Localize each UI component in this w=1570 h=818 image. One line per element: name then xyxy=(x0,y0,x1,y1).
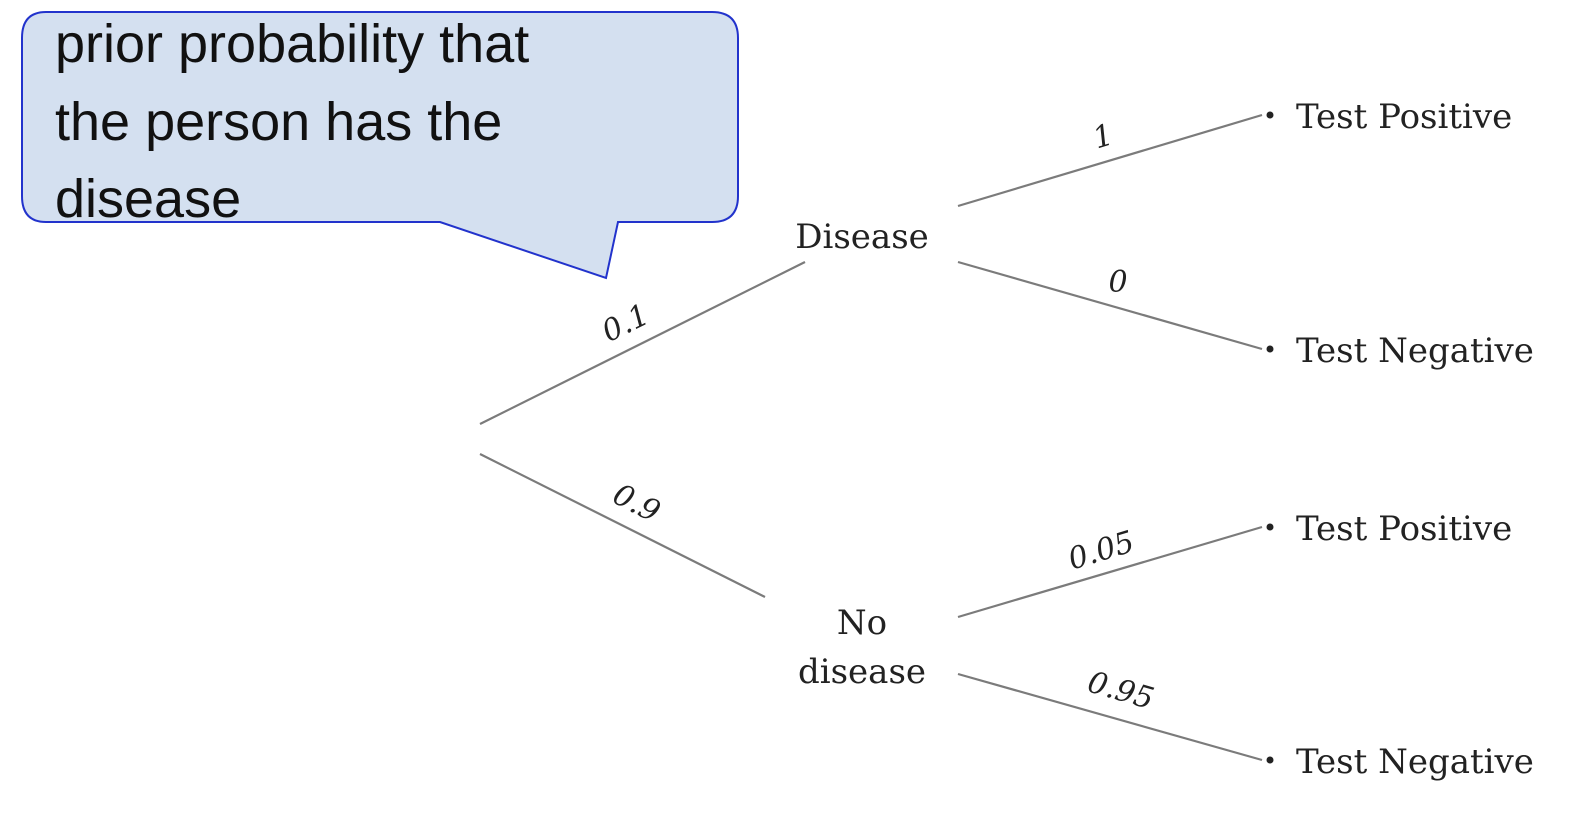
leaf-dot xyxy=(1266,111,1274,119)
callout-shape xyxy=(21,11,739,280)
leaf-dot xyxy=(1266,756,1274,764)
edge-disease-to-negative xyxy=(957,260,1263,351)
leaf-disease-negative-label: Test Negative xyxy=(1296,331,1534,371)
edge-root-to-disease xyxy=(479,261,806,425)
prob-disease-to-negative: 0 xyxy=(1108,265,1127,300)
edge-disease-to-positive xyxy=(957,113,1263,208)
leaf-nodisease-negative-label: Test Negative xyxy=(1296,742,1534,782)
callout-text-line-1: prior probability that xyxy=(55,14,529,74)
callout-text-line-2: the person has the xyxy=(55,92,502,152)
callout-bubble: prior probability that the person has th… xyxy=(21,11,739,280)
edge-root-to-no-disease xyxy=(479,453,766,598)
prob-nodisease-to-positive: 0.05 xyxy=(1064,524,1138,577)
node-no-disease-label-line-2: disease xyxy=(798,652,926,692)
leaf-disease-positive-label: Test Positive xyxy=(1296,97,1512,137)
node-no-disease-label-line-1: No xyxy=(837,603,887,643)
edge-nodisease-to-positive xyxy=(957,525,1263,619)
leaf-dot xyxy=(1266,523,1274,531)
node-disease-label: Disease xyxy=(795,217,929,257)
edge-nodisease-to-negative xyxy=(957,672,1263,762)
prob-disease-to-positive: 1 xyxy=(1089,117,1117,156)
prob-nodisease-to-negative: 0.95 xyxy=(1084,665,1158,717)
leaf-nodisease-positive-label: Test Positive xyxy=(1296,509,1512,549)
callout-text-line-3: disease xyxy=(55,169,241,229)
leaf-dot xyxy=(1266,345,1274,353)
